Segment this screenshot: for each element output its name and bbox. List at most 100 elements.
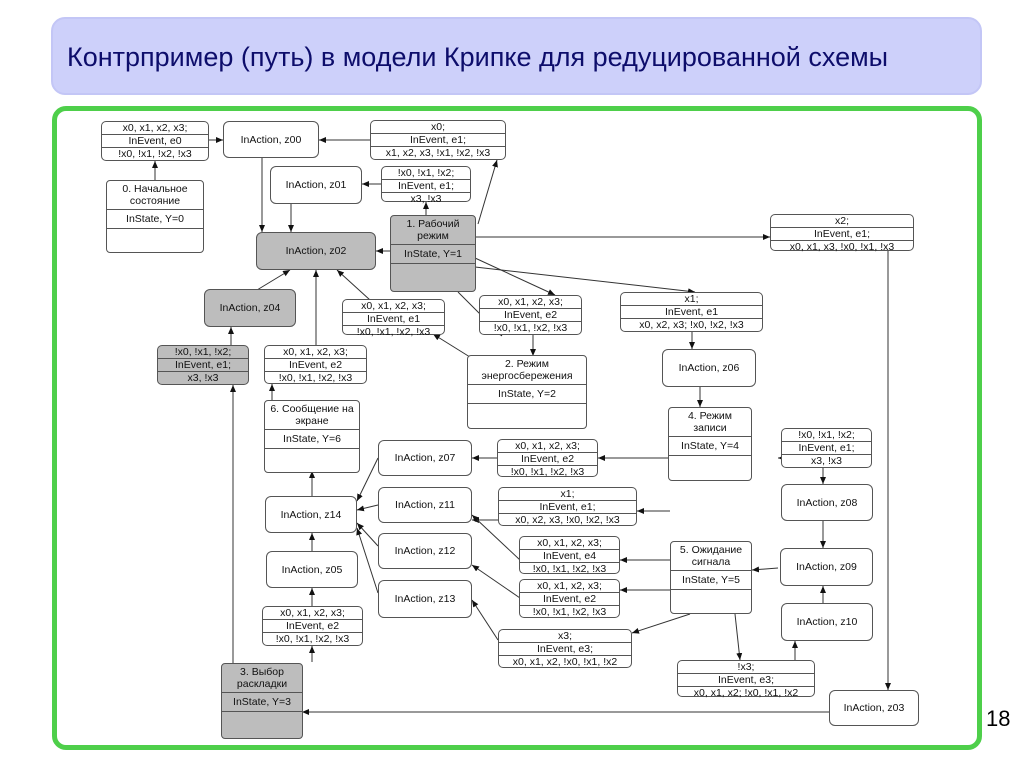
action-z05[interactable]: InAction, z05 [266,551,358,588]
transition-s3-e2[interactable]: x0, x1, x2, x3; InEvent, e2 !x0, !x1, !x… [262,606,363,646]
transition-event: InEvent, e1; [158,358,248,371]
transition-condition: x0, x1, x2, x3; [280,607,345,619]
action-z13[interactable]: InAction, z13 [378,580,472,618]
transition-z10-e3[interactable]: !x3; InEvent, e3; x0, x1, x2; !x0, !x1, … [677,660,815,699]
state-name: 5. Ожидание сигнала [671,542,751,571]
transition-event: InEvent, e1; [371,133,505,146]
transition-event: InEvent, e2 [480,308,581,321]
transition-event: InEvent, e3; [499,642,631,655]
transition-negation: !x0, !x1, !x2, !x3 [520,562,619,575]
state-4[interactable]: 4. Режим записи InState, Y=4 [668,407,752,481]
transition-z01-e1[interactable]: !x0, !x1, !x2; InEvent, e1; x3, !x3 [381,166,471,205]
edge [471,514,521,561]
transition-negation: x1, x2, x3, !x1, !x2, !x3 [371,146,505,159]
action-z08[interactable]: InAction, z08 [781,484,873,521]
slide-title: Контрпример (путь) в модели Крипке для р… [67,42,889,72]
transition-z11-e1[interactable]: x1; InEvent, e1; x0, x2, x3, !x0, !x2, !… [498,487,637,526]
transition-negation: x0, x1, x2, !x0, !x1, !x2 [499,655,631,668]
action-z09[interactable]: InAction, z09 [780,548,873,586]
edge [477,159,498,225]
transition-condition: x0, x1, x2, x3; [537,580,602,592]
transition-negation: !x0, !x1, !x2, !x3 [498,465,597,478]
action-z06[interactable]: InAction, z06 [662,349,756,387]
transition-mid-e1[interactable]: x0, x1, x2, x3; InEvent, e1 !x0, !x1, !x… [342,299,445,338]
edge [471,599,499,641]
transition-z07-e2[interactable]: x0, x1, x2, x3; InEvent, e2 !x0, !x1, !x… [497,439,598,478]
state-name: 6. Сообщение на экране [265,401,359,430]
action-z02[interactable]: InAction, z02 [256,232,376,270]
edge [336,269,371,301]
transition-condition: x0, x1, x2, x3; [537,537,602,549]
transition-negation: x3, !x3 [158,371,248,384]
edge [256,269,291,291]
transition-event: InEvent, e1; [499,500,636,513]
transition-negation: !x0, !x1, !x2, !x3 [265,371,366,384]
state-value: InState, Y=0 [107,210,203,229]
transition-z04-e1[interactable]: !x0, !x1, !x2; InEvent, e1; x3, !x3 [157,345,249,385]
edge [474,257,556,296]
transition-condition: x3; [557,630,572,642]
state-value: InState, Y=1 [391,245,475,264]
edge [356,504,379,512]
transition-negation: x0, x2, x3; !x0, !x2, !x3 [621,318,762,331]
transition-event: InEvent, e2 [265,358,366,371]
transition-event: InEvent, e0 [102,134,208,147]
action-z01[interactable]: InAction, z01 [270,166,362,204]
transition-z13-e2[interactable]: x0, x1, x2, x3; InEvent, e2 !x0, !x1, !x… [519,579,620,618]
state-6[interactable]: 6. Сообщение на экране InState, Y=6 [264,400,360,473]
state-name: 3. Выбор раскладки [222,664,302,693]
transition-event: InEvent, e1; [382,179,470,192]
transition-condition: x0, x1, x2, x3; [515,440,580,452]
transition-s6-e2[interactable]: x0, x1, x2, x3; InEvent, e2 !x0, !x1, !x… [264,345,367,384]
transition-negation: x0, x1, x3, !x0, !x1, !x3 [771,240,913,253]
transition-event: InEvent, e4 [520,549,619,562]
edge [356,527,379,594]
transition-right-e1[interactable]: x2; InEvent, e1; x0, x1, x3, !x0, !x1, !… [770,214,914,253]
transition-s5-e3[interactable]: x3; InEvent, e3; x0, x1, x2, !x0, !x1, !… [498,629,632,668]
transition-event: InEvent, e3; [678,673,814,686]
state-3[interactable]: 3. Выбор раскладки InState, Y=3 [221,663,303,739]
transition-z08-e1[interactable]: !x0, !x1, !x2; InEvent, e1; x3, !x3 [781,428,872,468]
transition-condition: x1; [560,488,575,500]
action-z11[interactable]: InAction, z11 [378,487,472,523]
state-value: InState, Y=6 [265,430,359,449]
transition-event: InEvent, e2 [520,592,619,605]
edge [474,266,696,295]
edge [356,457,379,502]
transition-event: InEvent, e2 [263,619,362,632]
title-banner: Контрпример (путь) в модели Крипке для р… [51,17,982,95]
transition-z06-e1[interactable]: x1; InEvent, e1 x0, x2, x3; !x0, !x2, !x… [620,292,763,332]
transition-z12-e4[interactable]: x0, x1, x2, x3; InEvent, e4 !x0, !x1, !x… [519,536,620,575]
action-z14[interactable]: InAction, z14 [265,496,357,533]
action-z07[interactable]: InAction, z07 [378,440,472,476]
transition-s1-e2[interactable]: x0, x1, x2, x3; InEvent, e2 !x0, !x1, !x… [479,295,582,335]
transition-condition: x0, x1, x2, x3; [498,296,563,308]
action-z12[interactable]: InAction, z12 [378,533,472,569]
action-z03[interactable]: InAction, z03 [829,690,919,726]
state-name: 1. Рабочий режим [391,216,475,245]
transition-negation: !x0, !x1, !x2, !x3 [102,147,208,160]
state-name: 4. Режим записи [669,408,751,437]
state-value: InState, Y=2 [468,385,586,404]
state-1[interactable]: 1. Рабочий режим InState, Y=1 [390,215,476,292]
state-name: 0. Начальное состояние [107,181,203,210]
state-2[interactable]: 2. Режим энергосбережения InState, Y=2 [467,355,587,429]
action-z04[interactable]: InAction, z04 [204,289,296,327]
edge [631,613,691,634]
action-z10[interactable]: InAction, z10 [781,603,873,641]
transition-event: InEvent, e1; [771,227,913,240]
state-5[interactable]: 5. Ожидание сигнала InState, Y=5 [670,541,752,614]
transition-negation: x3, !x3 [782,454,871,467]
transition-negation: !x0, !x1, !x2, !x3 [263,632,362,645]
edge [471,564,521,599]
transition-condition: !x0, !x1, !x2; [174,346,232,358]
action-z00[interactable]: InAction, z00 [223,121,319,158]
transition-negation: x0, x1, x2; !x0, !x1, !x2 [678,686,814,699]
transition-e0[interactable]: x0, x1, x2, x3; InEvent, e0 !x0, !x1, !x… [101,121,209,161]
state-0[interactable]: 0. Начальное состояние InState, Y=0 [106,180,204,253]
transition-condition: !x0, !x1, !x2; [397,167,455,179]
transition-condition: !x3; [737,661,755,673]
transition-top-e1[interactable]: x0; InEvent, e1; x1, x2, x3, !x1, !x2, !… [370,120,506,160]
state-value: InState, Y=5 [671,571,751,590]
